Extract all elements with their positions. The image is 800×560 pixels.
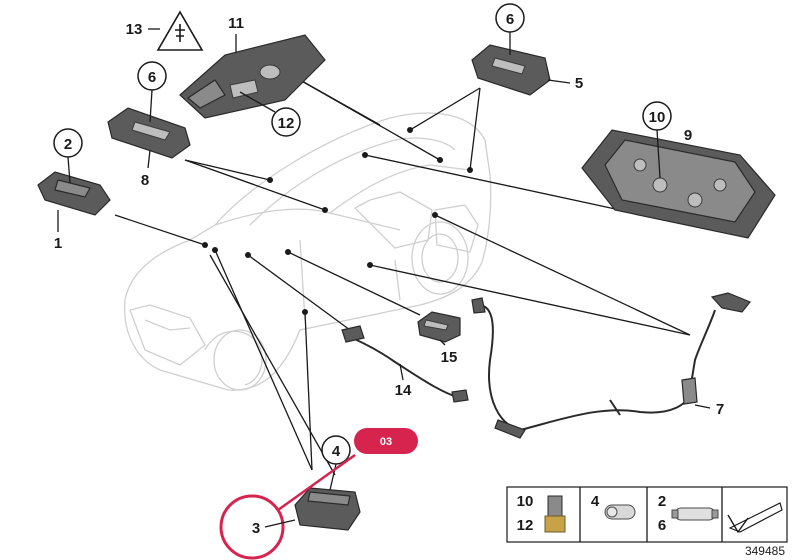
label-5: 5 bbox=[575, 75, 583, 92]
label-1: 1 bbox=[54, 235, 62, 252]
label-12: 12 bbox=[278, 115, 295, 132]
highlight-badge-text: 03 bbox=[380, 436, 392, 448]
reference-number: 349485 bbox=[745, 544, 785, 558]
label-8: 8 bbox=[141, 172, 149, 189]
legend-label-12: 12 bbox=[517, 517, 534, 534]
label-7: 7 bbox=[716, 401, 724, 418]
electrical-warning-triangle-icon bbox=[156, 10, 204, 51]
label-13: 13 bbox=[126, 21, 143, 38]
label-14: 14 bbox=[395, 382, 412, 399]
legend-label-6: 6 bbox=[658, 517, 666, 534]
part-1: 2 1 bbox=[37, 128, 111, 252]
legend-label-2: 2 bbox=[658, 493, 666, 510]
part-8: 6 8 bbox=[107, 61, 191, 189]
part-15: 15 bbox=[417, 311, 461, 366]
mounting-arrow-icon bbox=[727, 502, 783, 534]
part-5: 6 5 bbox=[471, 3, 583, 96]
vehicle-outline bbox=[124, 112, 492, 391]
part-14-cable: 14 bbox=[341, 325, 469, 403]
bulb-icon bbox=[604, 504, 636, 520]
label-11: 11 bbox=[228, 15, 244, 32]
legend: 10 12 4 2 6 bbox=[506, 486, 788, 543]
part-3: 4 bbox=[294, 435, 361, 531]
leader-lines bbox=[114, 79, 691, 476]
label-10: 10 bbox=[649, 109, 666, 126]
festoon-bulb-icon bbox=[671, 507, 719, 521]
label-4: 4 bbox=[332, 443, 341, 460]
label-3: 3 bbox=[252, 520, 260, 537]
highlight-callout: 03 3 bbox=[219, 428, 418, 560]
label-6-right: 6 bbox=[506, 11, 514, 28]
label-2: 2 bbox=[64, 136, 72, 153]
legend-label-10: 10 bbox=[517, 493, 534, 510]
label-9: 9 bbox=[684, 127, 692, 144]
socket-icon bbox=[544, 495, 566, 533]
legend-label-4: 4 bbox=[591, 493, 600, 510]
part-9: 10 9 bbox=[581, 101, 776, 239]
part-7-cable: 7 bbox=[471, 292, 751, 439]
highlight-badge[interactable] bbox=[354, 428, 418, 454]
part-11: 11 12 13 bbox=[126, 10, 326, 137]
label-15: 15 bbox=[441, 349, 458, 366]
label-6-left: 6 bbox=[148, 69, 156, 86]
